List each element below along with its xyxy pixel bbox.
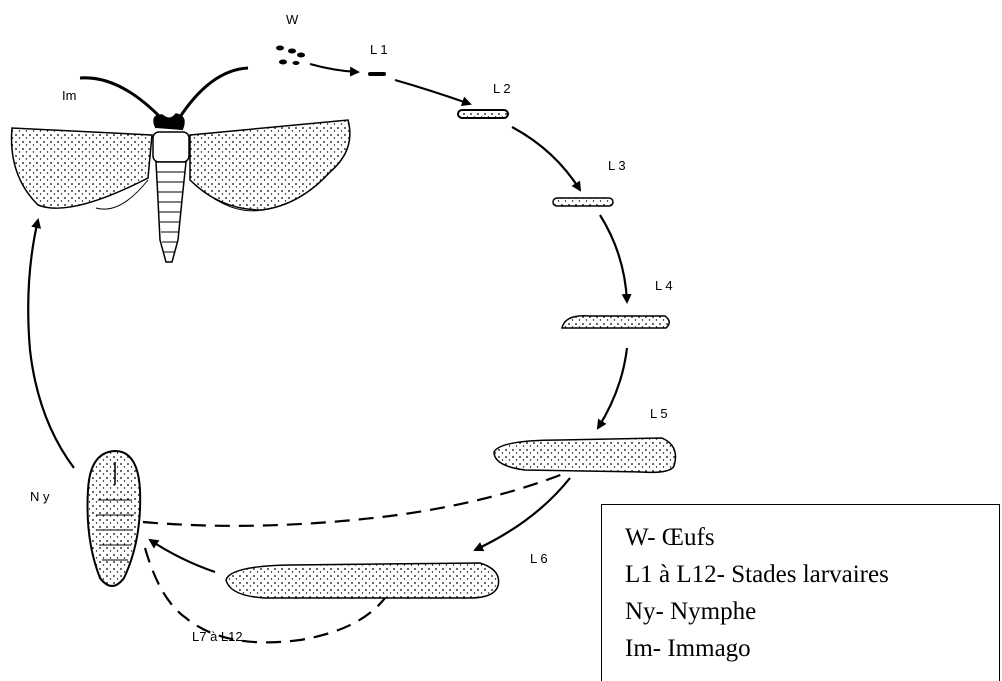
larva-l5 xyxy=(494,438,676,472)
arrow-pupa-to-imago xyxy=(28,220,74,468)
arrow-l2-to-l3 xyxy=(512,127,580,190)
larva-l4 xyxy=(562,316,669,328)
legend-item-larval-stages: L1 à L12- Stades larvaires xyxy=(625,556,999,593)
label-l5: L 5 xyxy=(650,406,668,421)
legend-item-nymph: Ny- Nymphe xyxy=(625,593,999,630)
arrow-l6-to-pupa xyxy=(150,540,215,572)
label-l6: L 6 xyxy=(530,551,548,566)
eggs-illustration xyxy=(276,46,305,66)
label-l7-l12: L7 à L12 xyxy=(192,629,243,644)
arrow-l4-to-l5 xyxy=(598,348,627,428)
legend-item-eggs: W- Œufs xyxy=(625,519,999,556)
larva-l2 xyxy=(458,110,508,118)
legend-box: W- Œufs L1 à L12- Stades larvaires Ny- N… xyxy=(601,504,1000,681)
arrow-l1-to-l2 xyxy=(395,80,470,104)
dashed-paths xyxy=(143,472,568,642)
arrow-eggs-to-l1 xyxy=(310,64,358,72)
label-nymph: N y xyxy=(30,489,50,504)
label-l4: L 4 xyxy=(655,278,673,293)
label-imago: Im xyxy=(62,88,76,103)
larva-l3 xyxy=(553,198,613,206)
arrow-l5-to-l6 xyxy=(475,478,570,550)
label-l2: L 2 xyxy=(493,81,511,96)
legend-item-imago: Im- Immago xyxy=(625,630,999,667)
pupa-illustration xyxy=(88,451,141,586)
label-eggs: W xyxy=(286,12,299,27)
label-l3: L 3 xyxy=(608,158,626,173)
larva-l6 xyxy=(226,563,499,598)
arrow-l3-to-l4 xyxy=(600,215,627,302)
label-l1: L 1 xyxy=(370,42,388,57)
larva-l1 xyxy=(368,72,386,76)
